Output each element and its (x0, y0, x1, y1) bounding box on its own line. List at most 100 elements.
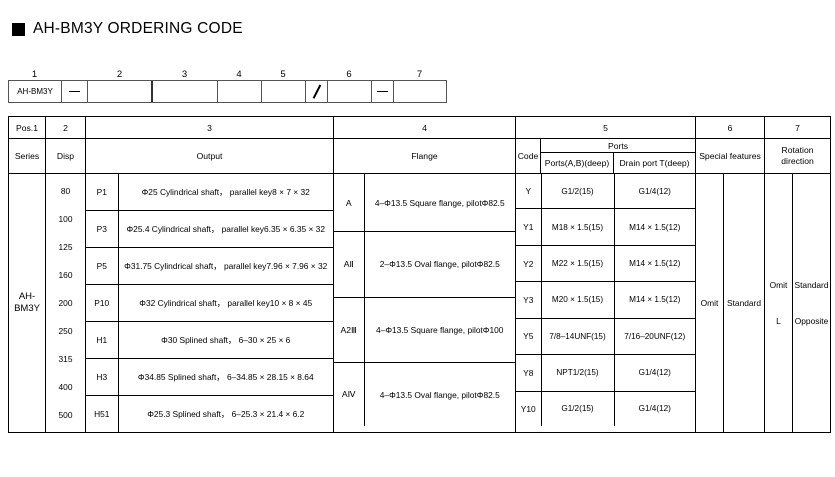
table-header-names-top: Series Disp Output Flange Code Ports Spe… (8, 138, 832, 174)
code-cell-pos5[interactable] (262, 81, 306, 102)
output-desc-p10: Φ32 Cylindrical shaft， parallel key10 × … (118, 284, 333, 322)
output-desc-h3: Φ34.85 Splined shaft， 6–34.85 × 28.15 × … (118, 358, 333, 396)
ports-row[interactable]: Y10 G1/2(15) G1/4(12) (516, 391, 695, 426)
output-row[interactable]: H3 Φ34.85 Splined shaft， 6–34.85 × 28.15… (86, 358, 333, 396)
cell-special-feature-code: Omit (695, 173, 725, 433)
rotation-value-stack: Standard Opposite (794, 177, 830, 429)
code-pos-number-6: 6 (346, 69, 352, 80)
port-ab-y1: M18 × 1.5(15) (541, 208, 615, 246)
flange-desc-a: 4–Φ13.5 Square flange, pilotΦ82.5 (364, 174, 515, 233)
series-line-2: BM3Y (14, 303, 40, 314)
code-cell-separator-dash-1 (62, 81, 88, 102)
output-code-h3: H3 (86, 358, 119, 396)
disp-value-400: 400 (58, 382, 73, 392)
port-drain-y: G1/4(12) (614, 174, 695, 210)
table-header-positions: Pos.1 2 3 4 5 6 7 (8, 116, 832, 139)
code-pos-number-3: 3 (181, 69, 188, 80)
header-rotation-direction: Rotation direction (764, 138, 832, 174)
series-line-1: AH- (18, 291, 36, 302)
header-ports-ab: Ports(A,B)(deep) (540, 152, 614, 174)
page-title: AH-BM3Y ORDERING CODE (12, 20, 243, 38)
ordering-code-boxes: AH-BM3Y (8, 80, 447, 103)
output-code-p1: P1 (86, 174, 119, 211)
port-ab-y: G1/2(15) (541, 174, 615, 210)
output-code-h51: H51 (86, 395, 119, 432)
port-drain-y1: M14 × 1.5(12) (614, 208, 695, 246)
flange-row[interactable]: A2Ⅲ 4–Φ13.5 Square flange, pilotΦ100 (334, 297, 515, 364)
output-row[interactable]: P1 Φ25 Cylindrical shaft， parallel key8 … (86, 174, 333, 211)
cell-rotation-codes: Omit L (764, 173, 794, 433)
code-pos-number-2: 2 (116, 69, 123, 80)
ports-subtable: Y G1/2(15) G1/4(12) Y1 M18 × 1.5(15) M14… (516, 174, 695, 426)
flange-code-a: A (334, 174, 365, 233)
output-code-h1: H1 (86, 321, 119, 359)
output-row[interactable]: H1 Φ30 Splined shaft， 6–30 × 25 × 6 (86, 321, 333, 359)
flange-desc-aiv: 4–Φ13.5 Oval flange, pilotΦ82.5 (379, 389, 500, 400)
code-pos-number-7: 7 (416, 69, 423, 80)
output-row[interactable]: P10 Φ32 Cylindrical shaft， parallel key1… (86, 284, 333, 322)
disp-value-160: 160 (58, 270, 73, 280)
flange-row[interactable]: AⅣ 4–Φ13.5 Oval flange, pilotΦ82.5 (334, 362, 515, 426)
output-desc-h1: Φ30 Splined shaft， 6–30 × 25 × 6 (118, 321, 333, 359)
code-cell-pos6[interactable] (328, 81, 372, 102)
ports-row[interactable]: Y G1/2(15) G1/4(12) (516, 174, 695, 210)
special-feature-value-standard: Standard (727, 298, 762, 308)
output-row[interactable]: P3 Φ25.4 Cylindrical shaft， parallel key… (86, 210, 333, 248)
code-cell-pos2[interactable] (88, 81, 153, 102)
flange-desc-a2iii: 4–Φ13.5 Square flange, pilotΦ100 (364, 297, 515, 364)
header-rotation-line-1: Rotation (781, 145, 814, 155)
rotation-code-stack: Omit L (766, 177, 792, 429)
header-pos-1: Pos.1 (8, 116, 46, 139)
code-cell-separator-dash-2 (372, 81, 394, 102)
cell-rotation-values: Standard Opposite (792, 173, 832, 433)
output-subtable: P1 Φ25 Cylindrical shaft， parallel key8 … (86, 174, 333, 432)
table-body-row: AH- BM3Y 80 100 125 160 200 250 315 400 … (8, 173, 832, 433)
code-cell-series: AH-BM3Y (9, 81, 62, 102)
port-ab-y8: NPT1/2(15) (541, 354, 615, 392)
port-code-y2: Y2 (516, 245, 542, 283)
output-code-p3: P3 (86, 210, 119, 248)
output-row[interactable]: P5 Φ31.75 Cylindrical shaft， parallel ke… (86, 247, 333, 285)
cell-disp-list: 80 100 125 160 200 250 315 400 500 (45, 173, 86, 433)
code-cell-pos7[interactable] (394, 81, 447, 102)
special-feature-value-stack: Standard (725, 177, 764, 429)
page-title-text: AH-BM3Y ORDERING CODE (33, 20, 243, 37)
flange-row[interactable]: A 4–Φ13.5 Square flange, pilotΦ82.5 (334, 174, 515, 233)
special-feature-code-stack: Omit (697, 177, 723, 429)
cell-ports-group: Y G1/2(15) G1/4(12) Y1 M18 × 1.5(15) M14… (514, 173, 697, 433)
code-cell-pos3[interactable] (153, 81, 218, 102)
ordering-code-position-numbers: 1 2 3 4 5 6 7 (8, 66, 447, 80)
output-desc-p3: Φ25.4 Cylindrical shaft， parallel key6.3… (118, 210, 333, 248)
ports-row[interactable]: Y2 M22 × 1.5(15) M14 × 1.5(12) (516, 245, 695, 283)
port-drain-y2: M14 × 1.5(12) (614, 245, 695, 283)
output-desc-p5: Φ31.75 Cylindrical shaft， parallel key7.… (118, 247, 333, 285)
ports-row[interactable]: Y3 M20 × 1.5(15) M14 × 1.5(12) (516, 281, 695, 319)
ports-row[interactable]: Y8 NPT1/2(15) G1/4(12) (516, 354, 695, 392)
ordering-code-table: Pos.1 2 3 4 5 6 7 Series Disp Output Fla… (8, 116, 832, 433)
flange-code-a2: AⅡ (334, 231, 365, 298)
flange-code-aiv: AⅣ (334, 362, 365, 426)
port-ab-y3: M20 × 1.5(15) (541, 281, 615, 319)
port-code-y: Y (516, 174, 542, 210)
filled-square-bullet-icon (12, 22, 25, 36)
code-pos-number-1: 1 (31, 69, 38, 80)
port-code-y1: Y1 (516, 208, 542, 246)
ports-row[interactable]: Y5 7/8–14UNF(15) 7/16–20UNF(12) (516, 318, 695, 356)
port-ab-y5: 7/8–14UNF(15) (541, 318, 615, 356)
code-pos-number-5: 5 (280, 69, 286, 80)
disp-value-500: 500 (58, 410, 73, 420)
cell-output-group: P1 Φ25 Cylindrical shaft， parallel key8 … (85, 173, 334, 433)
code-cell-pos4[interactable] (218, 81, 262, 102)
port-ab-y2: M22 × 1.5(15) (541, 245, 615, 283)
flange-row[interactable]: AⅡ 2–Φ13.5 Oval flange, pilotΦ82.5 (334, 231, 515, 298)
flange-subtable: A 4–Φ13.5 Square flange, pilotΦ82.5 AⅡ 2… (334, 174, 515, 426)
table-header-names-sub: Ports(A,B)(deep) Drain port T(deep) (9, 152, 831, 174)
output-row[interactable]: H51 Φ25.3 Splined shaft， 6–25.3 × 21.4 ×… (86, 395, 333, 432)
disp-value-315: 315 (58, 354, 73, 364)
disp-value-100: 100 (58, 214, 73, 224)
disp-value-200: 200 (58, 298, 73, 308)
port-ab-y10: G1/2(15) (541, 391, 615, 426)
header-pos-7: 7 (764, 116, 832, 139)
header-output: Output (85, 138, 334, 174)
ports-row[interactable]: Y1 M18 × 1.5(15) M14 × 1.5(12) (516, 208, 695, 246)
